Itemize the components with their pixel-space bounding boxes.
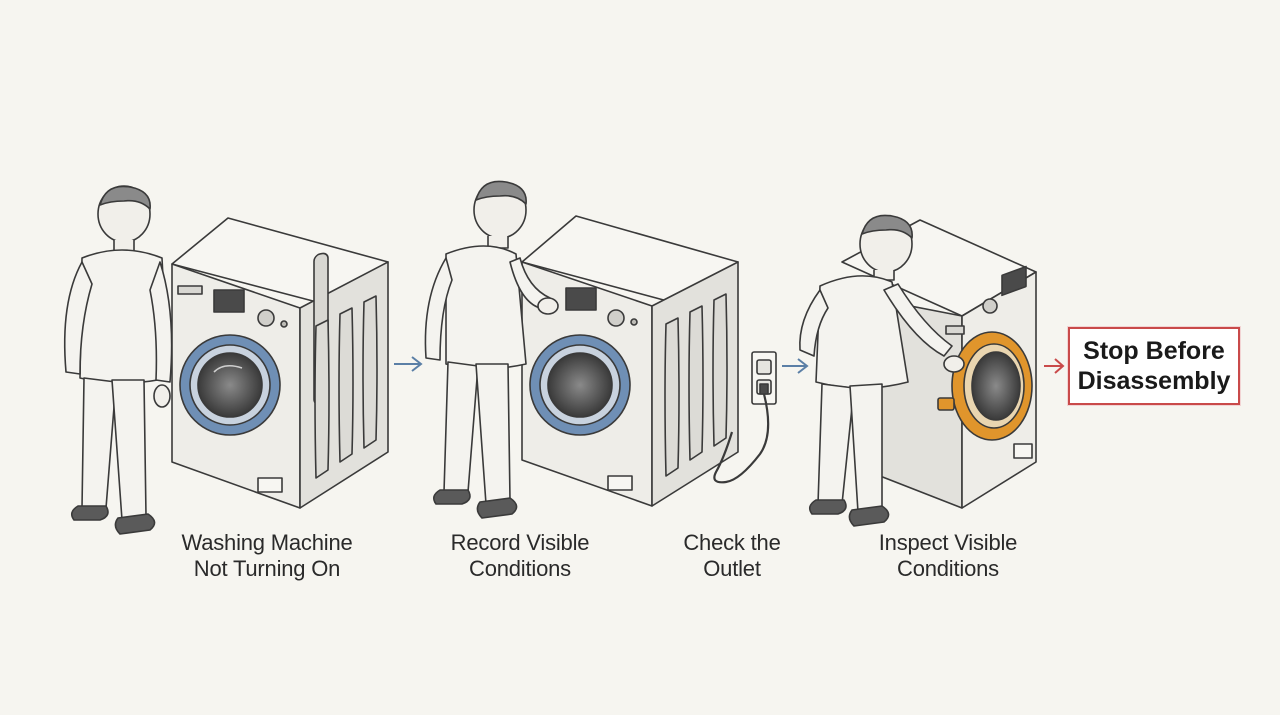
arrow-3	[1044, 358, 1065, 374]
washing-machine-2	[521, 215, 739, 507]
arrow-1	[394, 356, 423, 372]
stop-box-line-1: Stop Before	[1083, 337, 1225, 365]
stop-before-disassembly-box: Stop Before Disassembly	[1068, 327, 1240, 405]
stop-box-line-2: Disassembly	[1077, 367, 1231, 395]
step-caption-2: Record Visible Conditions	[450, 530, 590, 581]
person-pressing-2	[424, 180, 559, 519]
wall-outlet-icon	[713, 351, 777, 484]
washing-machine-1	[171, 217, 389, 509]
person-inspecting-3	[799, 214, 965, 527]
step-caption-4: Inspect Visible Conditions	[878, 530, 1018, 581]
person-standing-1	[63, 185, 173, 535]
step-caption-3: Check the Outlet	[683, 530, 781, 581]
arrow-2	[782, 358, 809, 374]
step-caption-1: Washing Machine Not Turning On	[181, 530, 353, 581]
